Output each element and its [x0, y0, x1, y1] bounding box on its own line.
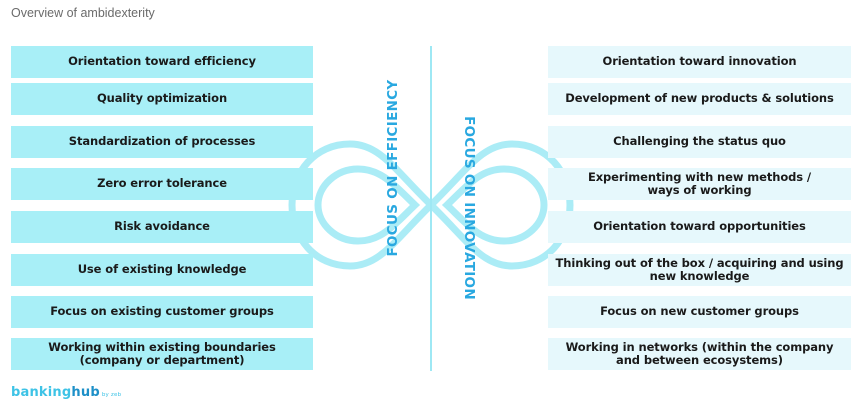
- efficiency-item: Standardization of processes: [11, 126, 313, 158]
- innovation-item: Thinking out of the box / acquiring and …: [548, 254, 851, 286]
- efficiency-item: Orientation toward efficiency: [11, 46, 313, 78]
- innovation-item: Orientation toward innovation: [548, 46, 851, 78]
- logo-part-hub: hub: [71, 385, 100, 400]
- diagram-title: Overview of ambidexterity: [11, 6, 155, 20]
- innovation-item: Experimenting with new methods /ways of …: [548, 168, 851, 200]
- efficiency-item: Focus on existing customer groups: [11, 296, 313, 328]
- innovation-item: Challenging the status quo: [548, 126, 851, 158]
- center-divider: [430, 46, 432, 371]
- infinity-inner-loop-left: [314, 165, 421, 245]
- efficiency-item: Quality optimization: [11, 83, 313, 115]
- efficiency-item: Risk avoidance: [11, 211, 313, 243]
- innovation-item: Development of new products & solutions: [548, 83, 851, 115]
- efficiency-item: Working within existing boundaries(compa…: [11, 338, 313, 370]
- innovation-item: Focus on new customer groups: [548, 296, 851, 328]
- focus-on-efficiency-label: FOCUS ON EFFICIENCY: [385, 79, 401, 257]
- infinity-inner-loop-right: [441, 165, 548, 245]
- focus-on-innovation-label: FOCUS ON INNOVATION: [461, 116, 477, 300]
- efficiency-item: Use of existing knowledge: [11, 254, 313, 286]
- innovation-item: Orientation toward opportunities: [548, 211, 851, 243]
- logo-suffix: by zeb: [101, 392, 122, 398]
- efficiency-item: Zero error tolerance: [11, 168, 313, 200]
- logo-part-banking: banking: [11, 385, 72, 400]
